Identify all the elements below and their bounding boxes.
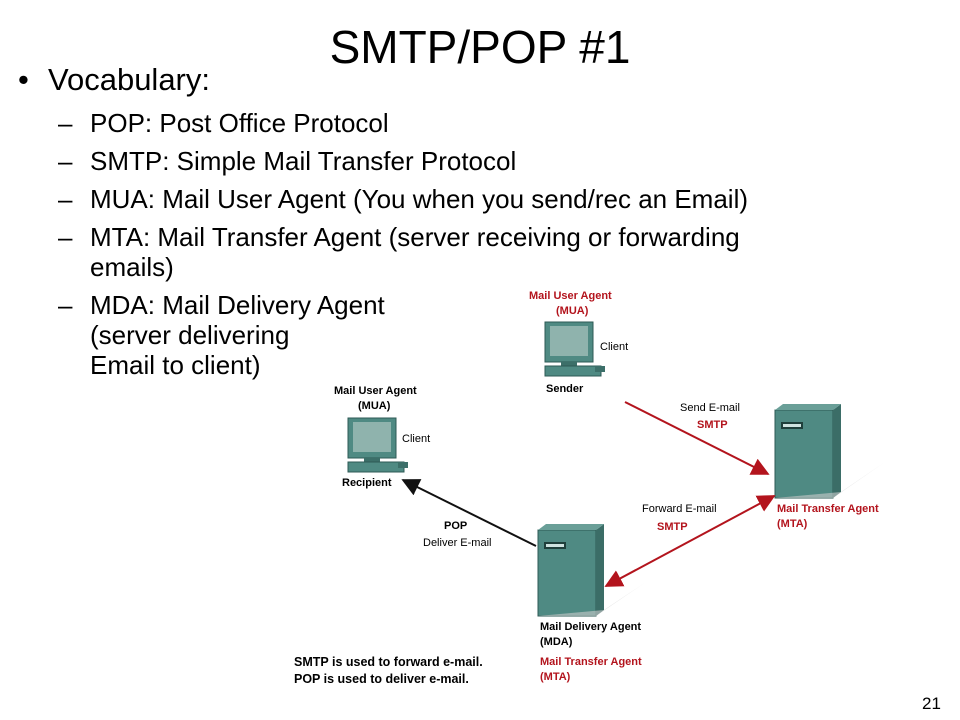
recipient-caption: Recipient bbox=[342, 477, 392, 489]
mta-server-icon bbox=[774, 404, 885, 499]
deliver-protocol: POP bbox=[444, 520, 467, 532]
forward-protocol: SMTP bbox=[657, 521, 688, 533]
vocab-item-text: POP: Post Office Protocol bbox=[90, 108, 389, 138]
dash-icon: – bbox=[58, 108, 73, 138]
mda-role-2: Mail Transfer Agent bbox=[540, 656, 642, 668]
vocab-item-line: Email to client) bbox=[90, 350, 261, 380]
vocab-item-mda: – MDA: Mail Delivery Agent (server deliv… bbox=[18, 290, 918, 380]
send-protocol: SMTP bbox=[697, 419, 728, 431]
vocab-item-line: MDA: Mail Delivery Agent bbox=[90, 290, 385, 320]
vocab-item-smtp: – SMTP: Simple Mail Transfer Protocol bbox=[18, 146, 918, 176]
deliver-arrow-icon bbox=[401, 479, 537, 547]
vocab-item-mta: – MTA: Mail Transfer Agent (server recei… bbox=[18, 222, 918, 282]
vocab-item-line: emails) bbox=[90, 252, 174, 282]
dash-icon: – bbox=[58, 222, 73, 252]
recipient-role: Mail User Agent bbox=[334, 385, 417, 397]
mda-server-icon bbox=[537, 524, 646, 617]
vocab-item-pop: – POP: Post Office Protocol bbox=[18, 108, 918, 138]
note-line-smtp: SMTP is used to forward e-mail. bbox=[294, 655, 483, 669]
page-number: 21 bbox=[922, 694, 941, 713]
vocabulary-list: • Vocabulary: – POP: Post Office Protoco… bbox=[18, 62, 918, 380]
vocab-item-line: MTA: Mail Transfer Agent (server receivi… bbox=[90, 222, 740, 252]
vocab-item-text: SMTP: Simple Mail Transfer Protocol bbox=[90, 146, 517, 176]
forward-arrow-icon bbox=[604, 495, 776, 587]
dash-icon: – bbox=[58, 290, 73, 320]
mta-role: Mail Transfer Agent bbox=[777, 503, 879, 515]
sender-computer-icon bbox=[544, 321, 605, 377]
recipient-computer-icon bbox=[347, 417, 408, 473]
sender-role: Mail User Agent bbox=[529, 290, 612, 302]
mda-role: Mail Delivery Agent bbox=[540, 621, 641, 633]
vocabulary-heading: • Vocabulary: bbox=[18, 62, 918, 98]
slide-title: SMTP/POP #1 bbox=[329, 21, 631, 73]
bullet-icon: • bbox=[18, 62, 29, 97]
mta-abbr: (MTA) bbox=[777, 518, 808, 530]
vocab-item-mua: – MUA: Mail User Agent (You when you sen… bbox=[18, 184, 918, 214]
protocol-note: SMTP is used to forward e-mail. POP is u… bbox=[294, 654, 483, 688]
vocab-item-line: (server delivering bbox=[90, 320, 290, 350]
mda-abbr: (MDA) bbox=[540, 636, 573, 648]
sender-abbr: (MUA) bbox=[556, 305, 589, 317]
send-arrow-icon bbox=[624, 401, 770, 475]
vocab-item-text: MUA: Mail User Agent (You when you send/… bbox=[90, 184, 749, 214]
mda-abbr-2: (MTA) bbox=[540, 671, 571, 683]
sender-caption: Sender bbox=[546, 383, 584, 395]
vocabulary-heading-text: Vocabulary: bbox=[48, 62, 210, 97]
dash-icon: – bbox=[58, 184, 73, 214]
send-label: Send E-mail bbox=[680, 402, 740, 414]
sender-device-label: Client bbox=[600, 341, 628, 353]
dash-icon: – bbox=[58, 146, 73, 176]
recipient-abbr: (MUA) bbox=[358, 400, 391, 412]
recipient-device-label: Client bbox=[402, 433, 430, 445]
deliver-label: Deliver E-mail bbox=[423, 537, 491, 549]
forward-label: Forward E-mail bbox=[642, 503, 717, 515]
note-line-pop: POP is used to deliver e-mail. bbox=[294, 672, 469, 686]
